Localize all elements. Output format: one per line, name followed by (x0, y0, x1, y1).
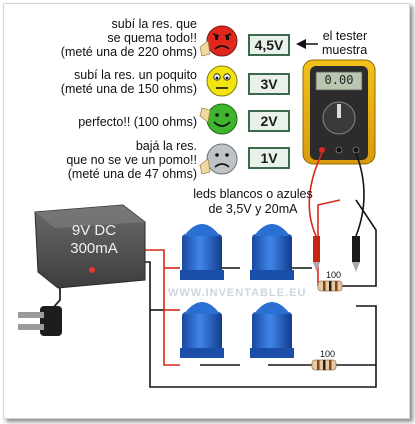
voltage-box-2: 3V (248, 73, 290, 95)
tester-label-line-2: muestra (322, 43, 368, 57)
row-3-text: perfecto!! (100 ohms) (78, 115, 197, 129)
led-4 (250, 302, 294, 358)
leds-label-line-1: leds blancos o azules (193, 187, 313, 201)
black-probe (352, 236, 360, 272)
row-1-line-1: subí la res. que (111, 17, 197, 31)
multimeter (302, 59, 376, 165)
happy-face-icon (199, 103, 238, 135)
psu-label-line-2: 300mA (70, 240, 118, 257)
row-2-line-2: (meté una de 150 ohms) (60, 82, 197, 96)
power-plug (18, 306, 62, 336)
resistor-top-label: 100 (326, 270, 342, 280)
voltage-box-1: 4,5V (248, 34, 290, 56)
red-wires (135, 199, 341, 366)
meter-display: 0.00 (324, 73, 354, 87)
thumbs-down-icon (199, 158, 211, 175)
power-supply (34, 204, 146, 289)
voltage-box-3: 2V (248, 110, 290, 132)
row-1-line-2: se quema todo!! (107, 31, 197, 45)
sad-face-icon (199, 143, 238, 175)
resistor-bottom (311, 359, 337, 371)
row-4-line-1: bajá la res. (135, 139, 197, 153)
voltage-box-4: 1V (248, 147, 290, 169)
row-3-line-1: perfecto!! (100 ohms) (78, 115, 197, 129)
arrow-icon (296, 39, 306, 49)
thumbs-up-icon (199, 107, 211, 123)
power-led (89, 267, 95, 273)
thumbs-down-icon (199, 40, 211, 57)
psu-label-line-1: 9V DC (71, 222, 117, 239)
resistor-bottom-label: 100 (320, 349, 336, 359)
worried-face-icon (206, 65, 238, 97)
row-2-text: subí la res. un poquito (meté una de 150… (61, 68, 197, 96)
row-4-text: bajá la res. que no se ve un pomo!! (met… (66, 139, 197, 181)
tester-label-line-1: el tester (322, 29, 368, 43)
row-1-text: subí la res. que se quema todo!! (meté u… (61, 17, 197, 59)
resistor-top (317, 280, 343, 292)
angry-face-icon (199, 25, 238, 57)
led-group (180, 224, 294, 358)
leds-label-line-2: de 3,5V y 20mA (208, 202, 298, 216)
tester-label: el tester muestra (322, 29, 367, 57)
row-4-line-3: (meté una de 47 ohms) (67, 167, 197, 181)
led-1 (180, 224, 224, 280)
red-probe (313, 236, 320, 272)
row-4-line-2: que no se ve un pomo!! (66, 153, 197, 167)
leds-label: leds blancos o azules de 3,5V y 20mA (178, 187, 328, 217)
psu-label: 9V DC 300mA (40, 222, 148, 258)
watermark: WWW.INVENTABLE.EU (168, 287, 307, 299)
row-2-line-1: subí la res. un poquito (74, 68, 197, 82)
row-1-line-3: (meté una de 220 ohms) (60, 45, 197, 59)
led-3 (180, 302, 224, 358)
led-2 (250, 224, 294, 280)
